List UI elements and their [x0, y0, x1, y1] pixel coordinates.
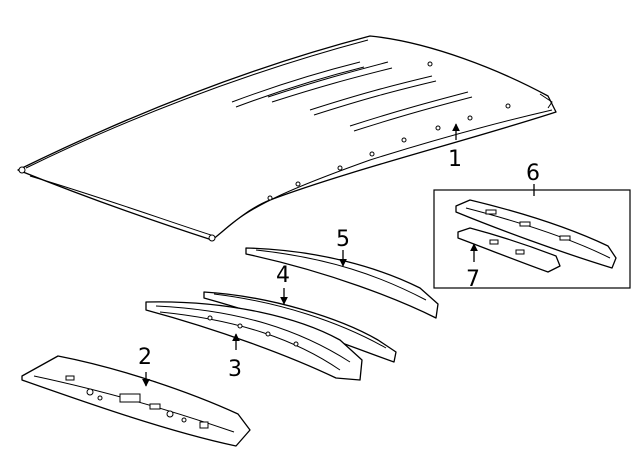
roof-panel	[17, 35, 557, 242]
callout-7: 7	[466, 267, 480, 292]
callout-2: 2	[138, 345, 152, 370]
callout-3: 3	[228, 357, 242, 382]
leader-lines	[142, 123, 535, 387]
roof-bow-3	[145, 301, 363, 381]
front-header-panel-2	[21, 355, 251, 447]
callout-4: 4	[276, 263, 290, 288]
inset-box	[433, 189, 631, 289]
rear-header-6	[455, 199, 617, 269]
roof-bow-5	[245, 247, 439, 319]
callout-6: 6	[526, 161, 540, 186]
reinforcement-7	[457, 227, 561, 273]
callout-5: 5	[336, 227, 350, 252]
callout-1: 1	[448, 147, 462, 172]
